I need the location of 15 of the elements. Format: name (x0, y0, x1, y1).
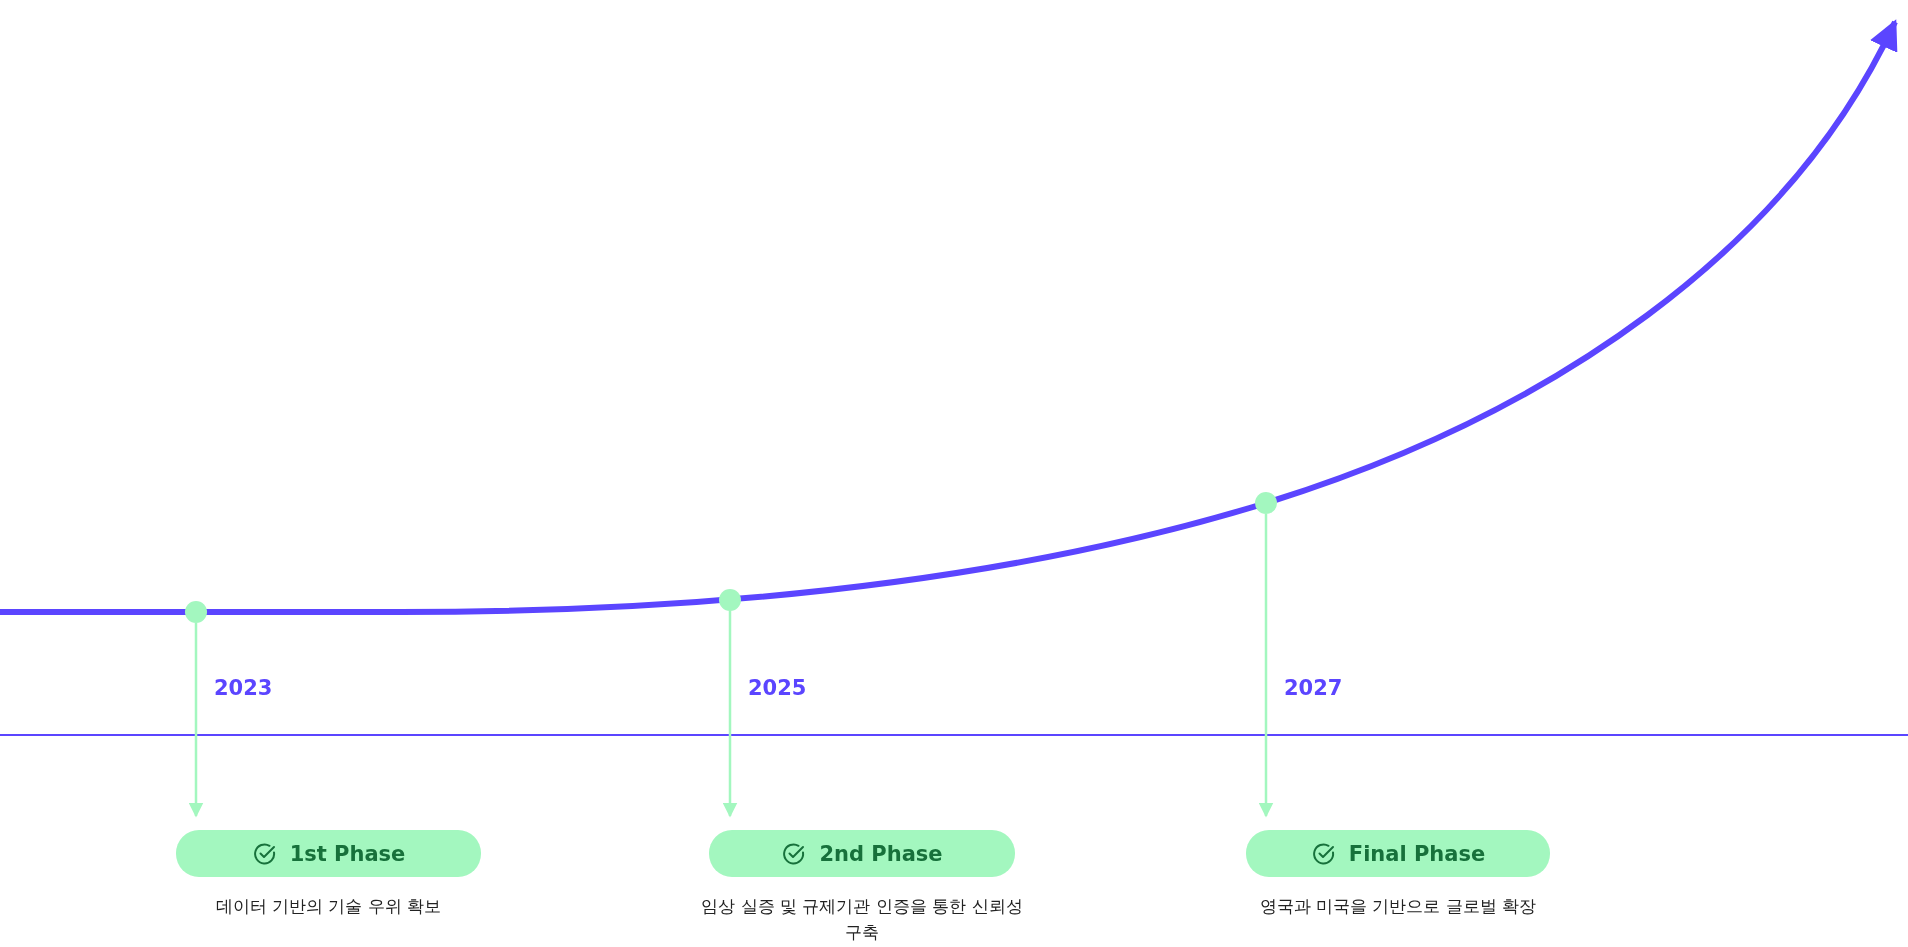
timeline-dot (1255, 492, 1277, 514)
phase-title: Final Phase (1348, 841, 1486, 866)
phase-description: 데이터 기반의 기술 우위 확보 (214, 895, 443, 918)
arrow (188, 623, 204, 818)
phase-description: 영국과 미국을 기반으로 글로벌 확장 (1258, 895, 1538, 918)
phase-pill (709, 830, 1015, 877)
phase-title: 1st Phase (289, 841, 406, 866)
phase-pill (176, 830, 481, 877)
phase-pill (1246, 830, 1550, 877)
phase-title: 2nd Phase (819, 841, 943, 866)
arrow (1258, 514, 1274, 818)
timeline-dot (719, 588, 741, 611)
arrow (722, 610, 738, 818)
phase-description: 임상 실증 및 규제기관 인증을 통한 신뢰성 구축 (700, 895, 1024, 944)
timeline-dot (185, 601, 207, 623)
